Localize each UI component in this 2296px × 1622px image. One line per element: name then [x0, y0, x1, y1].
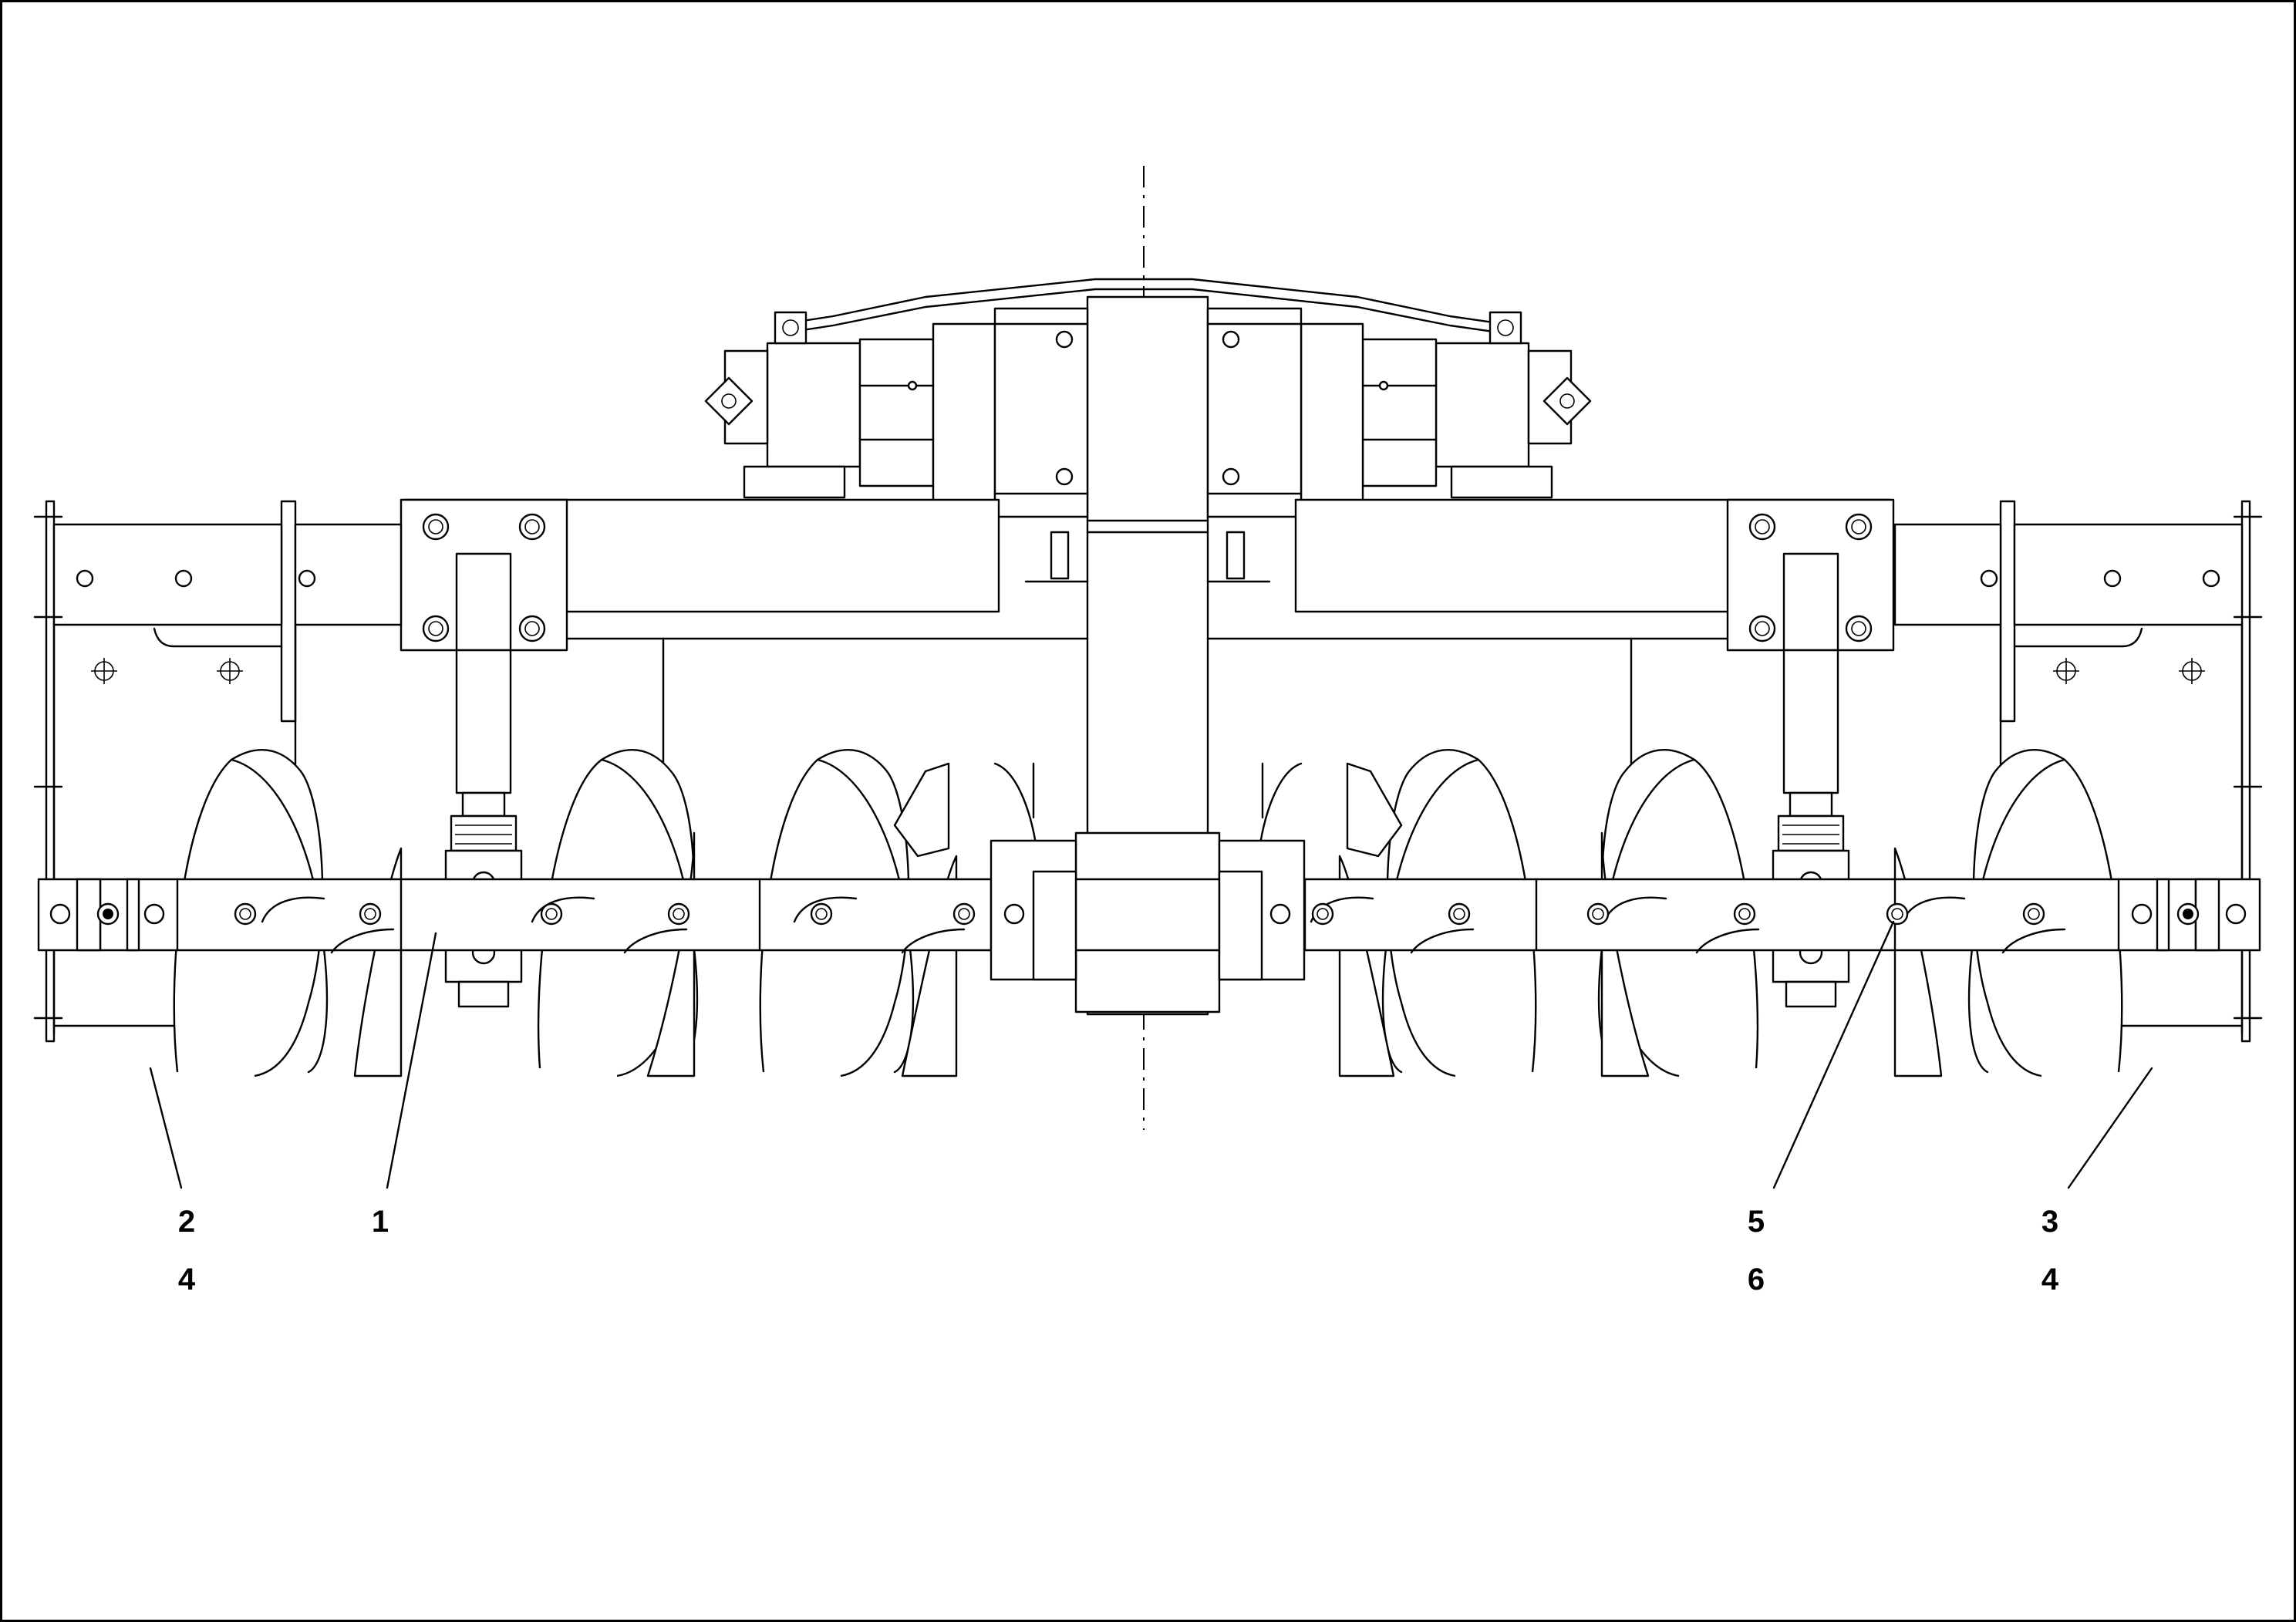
callout-3: 3 — [2041, 1205, 2058, 1239]
callout-5: 5 — [1748, 1205, 1765, 1239]
leader-line-1 — [386, 932, 437, 1189]
height-adjuster-left — [444, 649, 523, 1008]
leader-lines — [149, 920, 2153, 1189]
leader-line-5 — [1772, 920, 1895, 1189]
leader-line-2 — [149, 1067, 183, 1189]
callout-2-sub: 4 — [178, 1263, 196, 1297]
auger-shaft — [37, 839, 2261, 981]
callout-5-sub: 6 — [1748, 1263, 1765, 1297]
leader-line-3 — [2067, 1067, 2153, 1189]
callout-labels: 2 4 1 5 6 3 4 — [178, 1205, 2059, 1297]
callout-2: 2 — [178, 1205, 195, 1239]
height-adjuster-right — [1772, 649, 1850, 1008]
callout-3-sub: 4 — [2041, 1263, 2059, 1297]
callout-1: 1 — [372, 1205, 389, 1239]
